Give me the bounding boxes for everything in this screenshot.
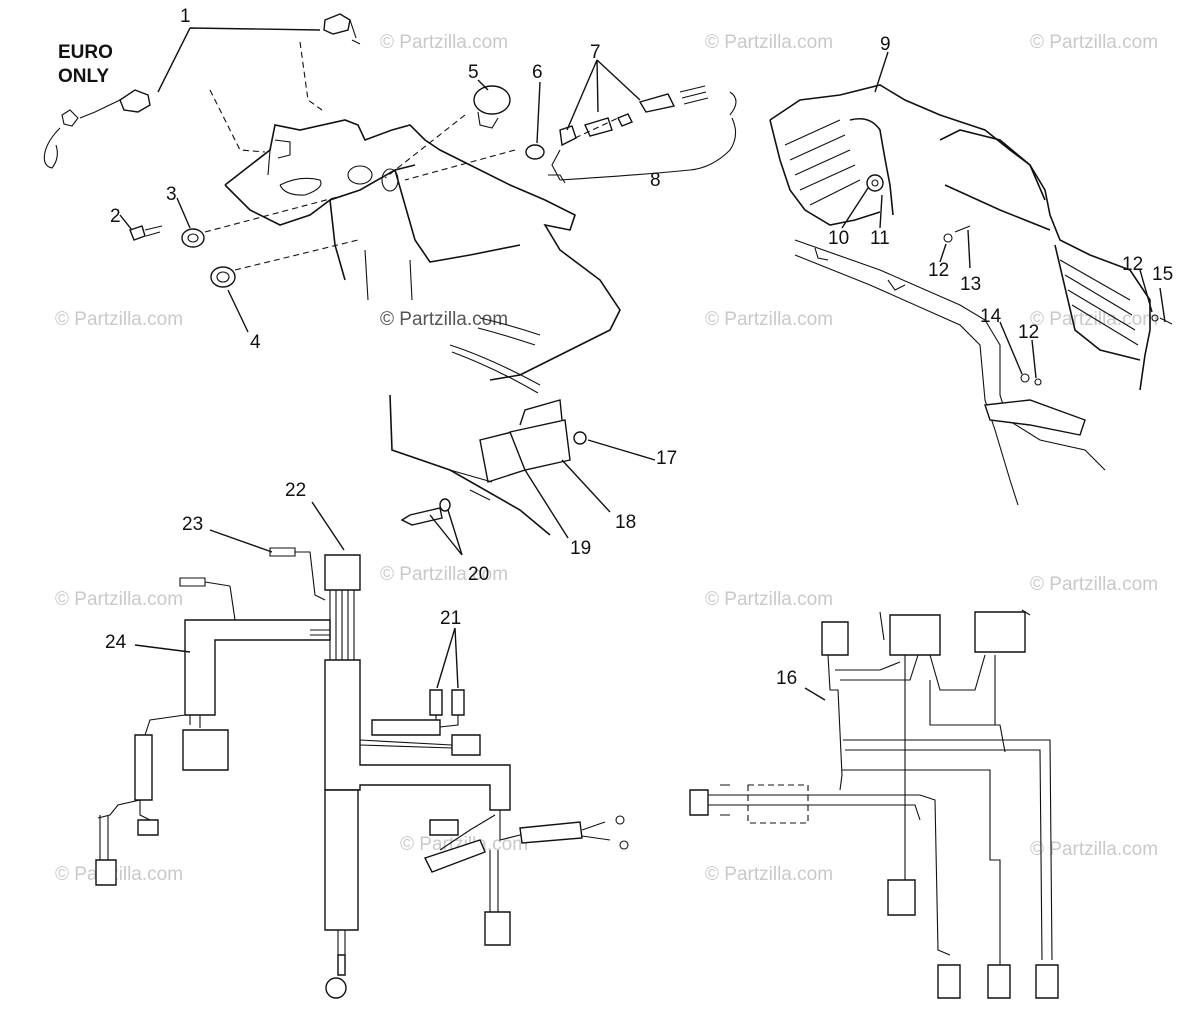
key-switch-part-1 bbox=[43, 13, 361, 169]
callout-9: 9 bbox=[880, 34, 891, 55]
callout-12: 12 bbox=[1122, 254, 1143, 275]
callout-numbers: 1 2 3 4 5 6 7 8 9 10 11 12 12 12 13 14 1… bbox=[105, 6, 1173, 689]
callout-10: 10 bbox=[828, 228, 849, 249]
callout-11: 11 bbox=[870, 228, 890, 249]
callout-18: 18 bbox=[615, 512, 636, 533]
callout-15: 15 bbox=[1152, 264, 1173, 285]
callout-20: 20 bbox=[468, 564, 489, 585]
watermark: © Partzilla.com bbox=[705, 864, 833, 885]
watermark: © Partzilla.com bbox=[55, 589, 183, 610]
euro-only-note: ONLY bbox=[58, 66, 109, 87]
watermark: © Partzilla.com bbox=[705, 309, 833, 330]
watermark: © Partzilla.com bbox=[1030, 32, 1158, 53]
watermark: © Partzilla.com bbox=[380, 309, 508, 330]
callout-4: 4 bbox=[250, 332, 261, 353]
watermark: © Partzilla.com bbox=[705, 589, 833, 610]
callout-21: 21 bbox=[440, 608, 461, 629]
callout-19: 19 bbox=[570, 538, 591, 559]
watermark-layer: © Partzilla.com © Partzilla.com © Partzi… bbox=[55, 32, 1158, 885]
callout-12: 12 bbox=[928, 260, 949, 281]
callout-3: 3 bbox=[166, 184, 177, 205]
watermark: © Partzilla.com bbox=[1030, 574, 1158, 595]
headlight-wiring-harness bbox=[689, 609, 1059, 999]
leader-lines bbox=[119, 27, 1166, 701]
watermark: © Partzilla.com bbox=[380, 32, 508, 53]
callout-5: 5 bbox=[468, 62, 479, 83]
bulb-and-grommets bbox=[129, 194, 359, 288]
callout-23: 23 bbox=[182, 514, 203, 535]
callout-17: 17 bbox=[656, 448, 677, 469]
callout-1: 1 bbox=[180, 6, 191, 27]
main-wiring-harness bbox=[95, 547, 629, 999]
watermark: © Partzilla.com bbox=[1030, 309, 1158, 330]
callout-22: 22 bbox=[285, 480, 306, 501]
regulator-bracket-assembly bbox=[389, 394, 587, 536]
headlight-housing-assembly bbox=[769, 84, 1173, 506]
euro-only-note: EURO bbox=[58, 42, 113, 63]
watermark: © Partzilla.com bbox=[55, 309, 183, 330]
callout-12: 12 bbox=[1018, 322, 1039, 343]
callout-13: 13 bbox=[960, 274, 981, 295]
callout-8: 8 bbox=[650, 170, 661, 191]
callout-14: 14 bbox=[980, 306, 1002, 327]
switch-assembly bbox=[384, 85, 737, 184]
callout-7: 7 bbox=[590, 42, 601, 63]
callout-2: 2 bbox=[110, 206, 121, 227]
watermark: © Partzilla.com bbox=[1030, 839, 1158, 860]
callout-24: 24 bbox=[105, 632, 127, 653]
watermark: © Partzilla.com bbox=[55, 864, 183, 885]
console-panel-assembly bbox=[224, 119, 621, 394]
callout-6: 6 bbox=[532, 62, 543, 83]
watermark: © Partzilla.com bbox=[380, 564, 508, 585]
callout-16: 16 bbox=[776, 668, 797, 689]
watermark: © Partzilla.com bbox=[705, 32, 833, 53]
